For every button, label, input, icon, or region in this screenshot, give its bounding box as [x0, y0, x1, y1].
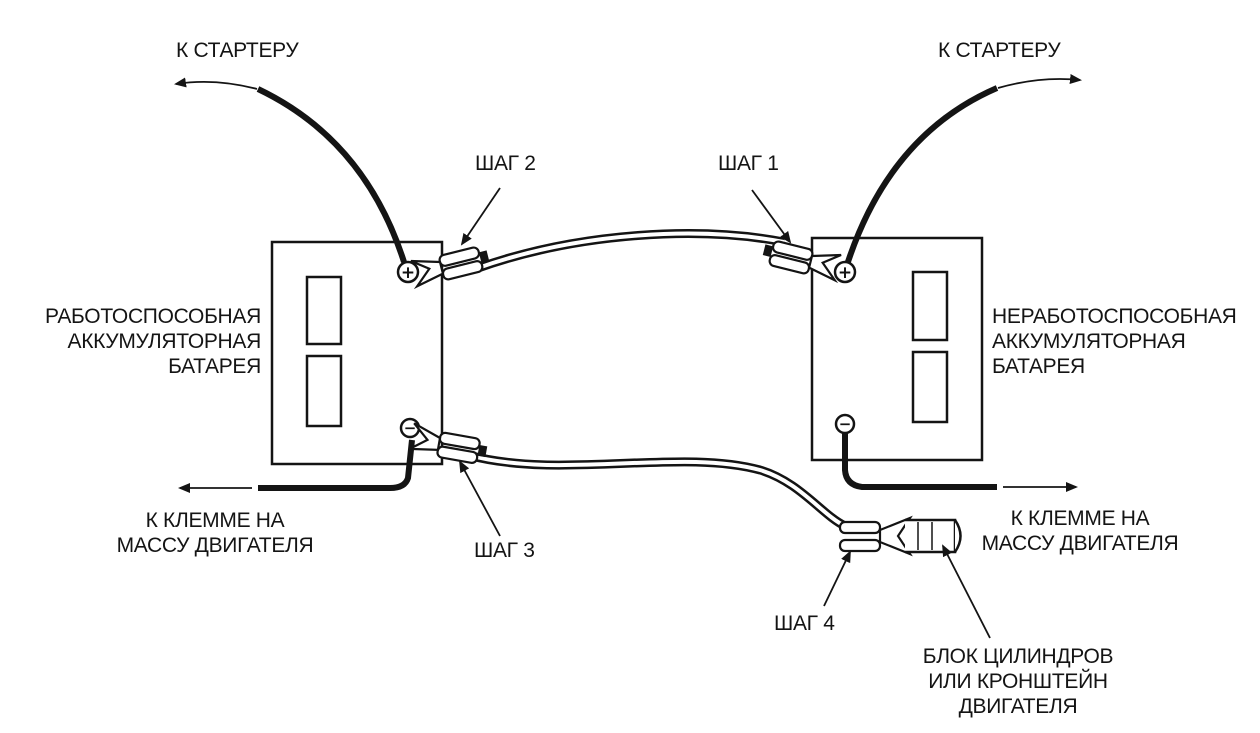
- good-battery-cell-bottom: [305, 354, 343, 428]
- label-to-starter-right: К СТАРТЕРУ: [938, 39, 1061, 62]
- label-dead-battery: НЕРАБОТОСПОСОБНАЯ АККУМУЛЯТОРНАЯ БАТАРЕЯ: [992, 305, 1237, 378]
- dead-battery-cell-bottom: [911, 350, 949, 424]
- leader-step4: [823, 550, 851, 607]
- dead-battery-positive-terminal: +: [833, 260, 857, 284]
- ground-cable-left: [258, 439, 415, 491]
- plus-sign: +: [838, 263, 852, 283]
- leader-engine-block: [942, 544, 991, 639]
- good-battery-negative-terminal: −: [399, 417, 421, 439]
- starter-cable-left: [256, 86, 407, 263]
- starter-cable-right: [843, 85, 999, 269]
- label-step2: ШАГ 2: [475, 152, 536, 175]
- label-step4: ШАГ 4: [774, 612, 835, 635]
- good-battery-cell-top: [305, 275, 343, 346]
- positive-jumper-cable: [476, 229, 785, 273]
- negative-jumper-cable: [466, 450, 848, 531]
- minus-sign: −: [839, 415, 852, 433]
- dead-battery-negative-terminal: −: [834, 413, 856, 435]
- clamp-step2: [410, 246, 490, 290]
- clamp-step4: [838, 515, 913, 557]
- clamp-step3: [409, 422, 488, 464]
- label-step3: ШАГ 3: [474, 539, 535, 562]
- label-to-starter-left: К СТАРТЕРУ: [176, 39, 299, 62]
- engine-block-bracket: [905, 518, 962, 554]
- label-ground-right: К КЛЕММЕ НА МАССУ ДВИГАТЕЛЯ: [981, 507, 1179, 555]
- leader-step1: [751, 189, 792, 244]
- good-battery-positive-terminal: +: [396, 260, 420, 284]
- starter-arrow-right: [997, 74, 1082, 89]
- minus-sign: −: [404, 419, 417, 437]
- clamp-step1: [762, 240, 842, 284]
- starter-arrow-left: [174, 77, 258, 90]
- label-good-battery: РАБОТОСПОСОБНАЯ АККУМУЛЯТОРНАЯ БАТАРЕЯ: [45, 305, 261, 378]
- label-step1: ШАГ 1: [718, 152, 779, 175]
- dead-battery-cell-top: [911, 270, 949, 342]
- ground-cable-right: [842, 432, 997, 490]
- label-engine-block: БЛОК ЦИЛИНДРОВ ИЛИ КРОНШТЕЙН ДВИГАТЕЛЯ: [922, 645, 1114, 718]
- leader-step2: [460, 187, 501, 246]
- label-ground-left: К КЛЕММЕ НА МАССУ ДВИГАТЕЛЯ: [116, 509, 314, 557]
- plus-sign: +: [401, 263, 415, 283]
- leader-step3: [459, 460, 501, 537]
